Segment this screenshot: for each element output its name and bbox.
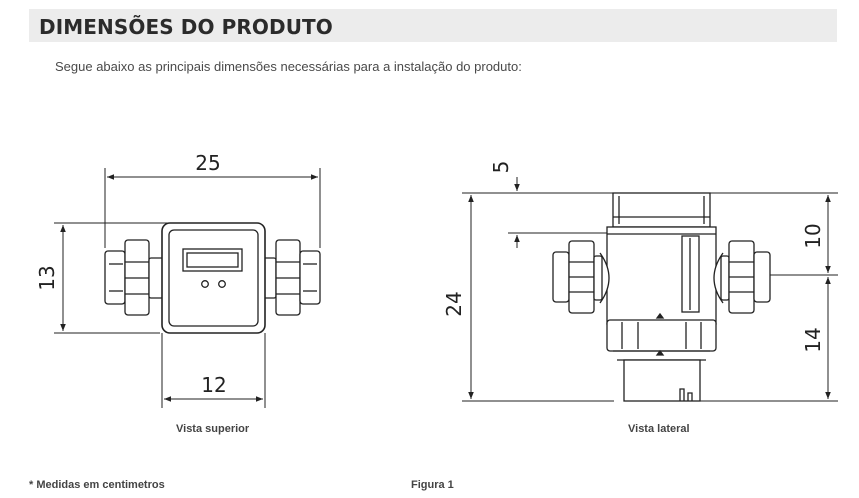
dim-width-label: 25 — [195, 151, 220, 175]
dim-14-label: 14 — [801, 327, 825, 352]
top-view-drawing — [104, 222, 321, 334]
section-title: DIMENSÕES DO PRODUTO — [39, 15, 333, 39]
side-view-caption: Vista lateral — [628, 423, 690, 435]
section-header: DIMENSÕES DO PRODUTO — [29, 9, 837, 42]
dim-5-label: 5 — [489, 161, 513, 174]
dim-body-label: 12 — [201, 373, 226, 397]
side-view-drawing — [552, 192, 771, 402]
measurement-note: * Medidas em centimetros — [29, 479, 165, 491]
dim-height-label: 13 — [35, 265, 59, 290]
dim-24-label: 24 — [442, 291, 466, 316]
top-view-caption: Vista superior — [176, 423, 250, 435]
figure-label: Figura 1 — [411, 479, 454, 491]
intro-text: Segue abaixo as principais dimensões nec… — [55, 59, 522, 74]
dim-10-label: 10 — [801, 223, 825, 248]
